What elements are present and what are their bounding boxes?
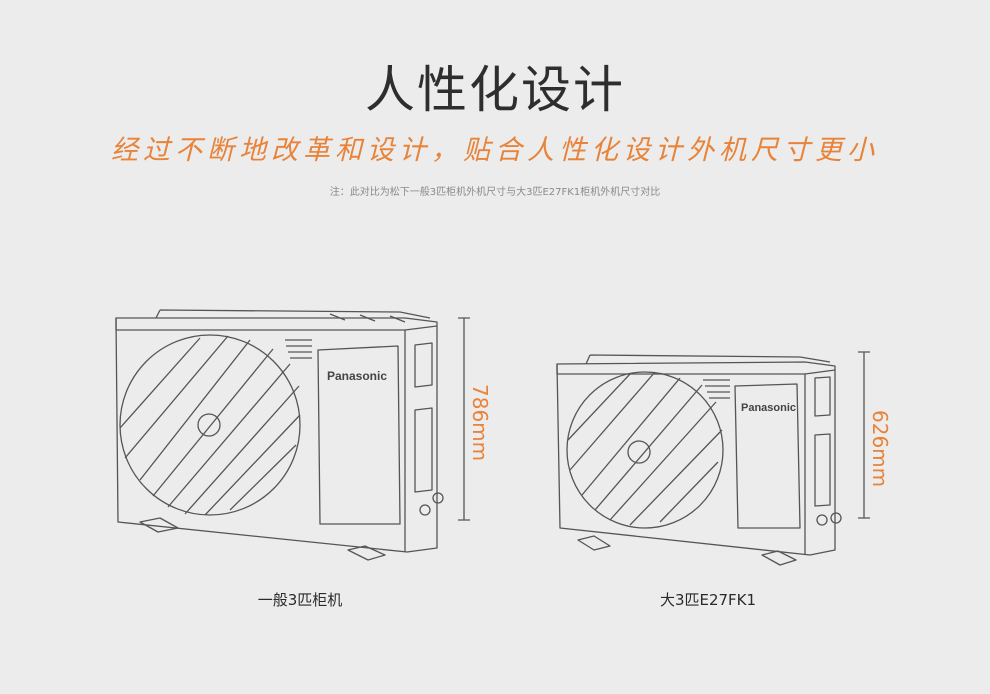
left-brand-text: Panasonic [327, 369, 387, 383]
right-unit-body [556, 361, 836, 556]
right-height-label: 626mm [868, 410, 892, 488]
left-height-label: 786mm [468, 384, 492, 462]
left-unit-body [115, 317, 438, 553]
left-unit-label: 一般3匹柜机 [257, 591, 343, 609]
right-brand-text: Panasonic [741, 402, 796, 414]
comparison-note: 注：此对比为松下一般3匹柜机外机尺寸与大3匹E27FK1柜机外机尺寸对比 [329, 187, 661, 198]
right-fan-grille [566, 371, 724, 529]
page-subtitle: 经过不断地改革和设计，贴合人性化设计外机尺寸更小 [111, 135, 879, 166]
page-title: 人性化设计 [365, 61, 625, 119]
left-fan-grille [119, 334, 301, 516]
right-unit-label: 大3匹E27FK1 [659, 591, 757, 609]
